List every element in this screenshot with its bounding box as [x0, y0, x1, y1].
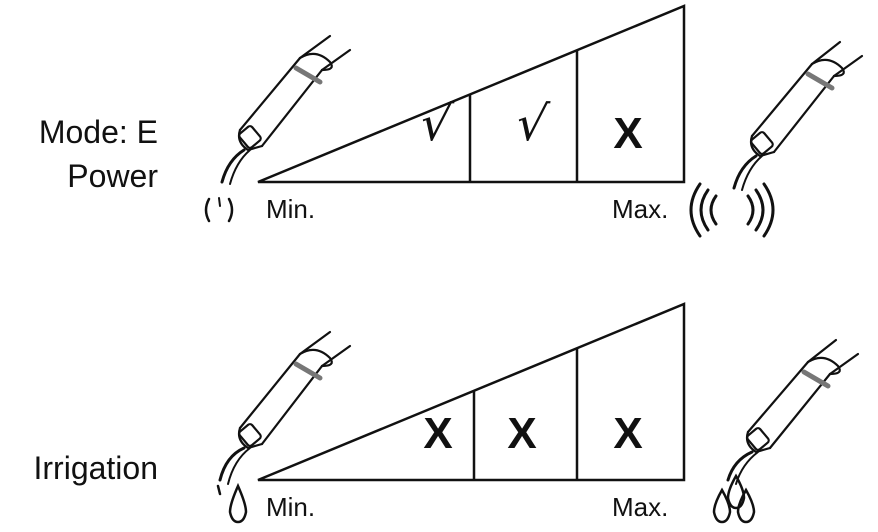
handpiece-single-drop-icon [216, 330, 352, 524]
power-label: Power [67, 158, 158, 194]
bottom-irrigation-wedge [257, 302, 686, 482]
top-min-label: Min. [266, 194, 316, 224]
bottom-cell-3-mark: X [613, 409, 643, 458]
bottom-max-label: Max. [612, 492, 669, 522]
bottom-min-label: Min. [266, 492, 316, 522]
top-cell-3-mark: X [613, 109, 643, 158]
top-power-wedge [257, 4, 686, 184]
handpiece-multiple-drops-icon [712, 338, 860, 524]
top-cell-1-mark: √ [416, 96, 456, 152]
bottom-cell-1-mark: X [423, 409, 453, 458]
handpiece-low-vibration-icon [204, 34, 352, 223]
handpiece-high-vibration-icon [689, 40, 864, 238]
bottom-cell-2-mark: X [507, 409, 537, 458]
top-cell-2-mark: √ [512, 96, 552, 152]
top-max-label: Max. [612, 194, 669, 224]
mode-label: Mode: E [38, 114, 158, 150]
irrigation-label: Irrigation [33, 450, 159, 486]
